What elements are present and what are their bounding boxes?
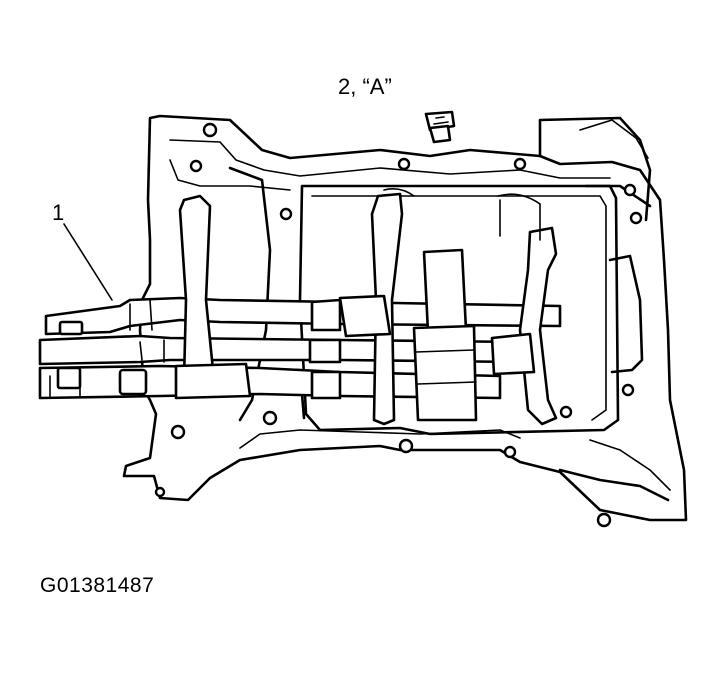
callout-1-leader — [63, 223, 113, 301]
case-body — [122, 114, 688, 522]
figure-id: G01381487 — [40, 574, 155, 597]
callout-part-1: 1 — [52, 200, 65, 225]
bolt-holes — [154, 122, 643, 528]
bolt-part-2 — [424, 110, 456, 144]
shift-rails — [38, 296, 562, 400]
callout-part-2: 2, “A” — [338, 74, 392, 99]
gear-blocks — [308, 248, 478, 422]
shift-forks — [174, 188, 558, 426]
